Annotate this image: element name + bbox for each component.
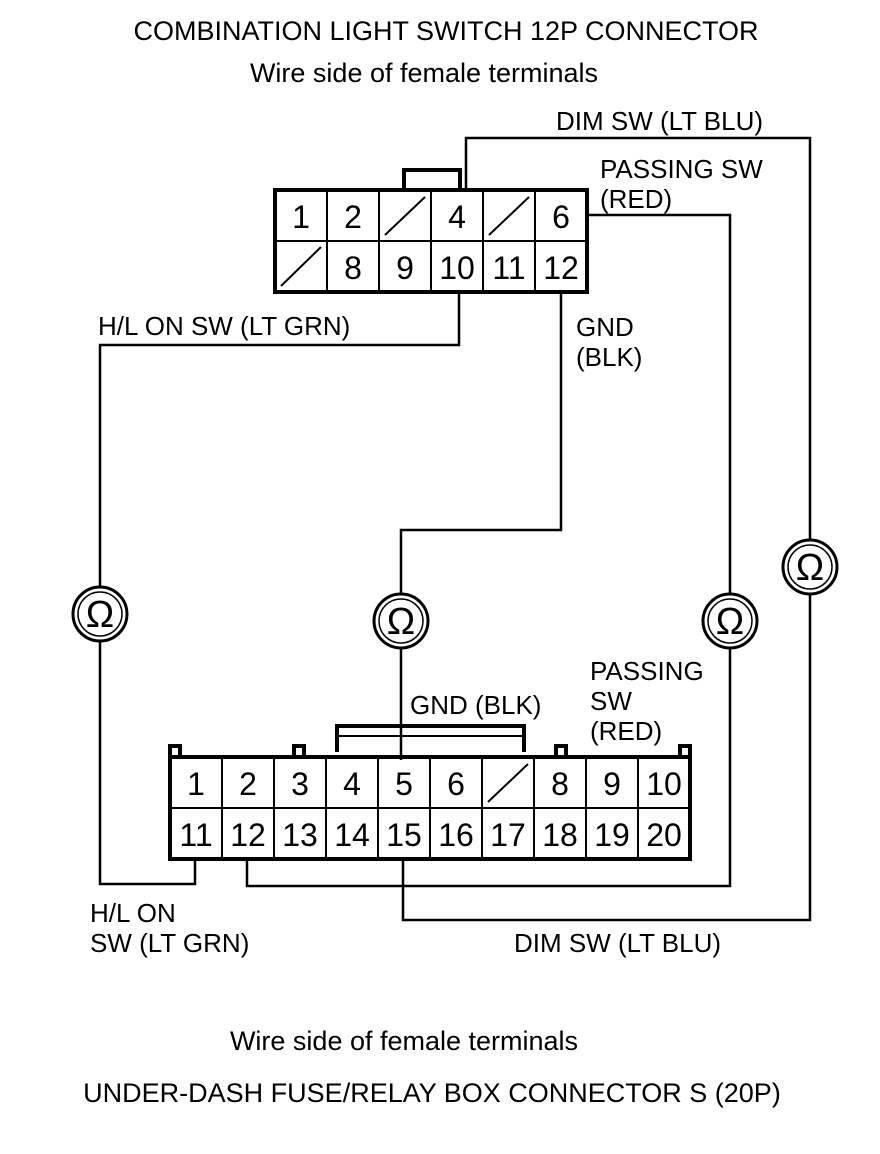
connector-20p-latch [335, 724, 526, 752]
connector-12p-pin: 2 [344, 199, 362, 235]
connector-12p-pin: 9 [396, 250, 414, 286]
connector-20p-tab [292, 744, 306, 757]
connector-20p-pin: 14 [334, 817, 370, 853]
connector-20p-empty-cavity [487, 763, 529, 803]
connector-20p-pin: 1 [187, 766, 205, 802]
wire-dim-sw [401, 136, 812, 922]
label-passing-sw-bottom-3: (RED) [590, 716, 662, 746]
label-passing-sw-top-2: (RED) [600, 184, 672, 214]
connector-20p-tab [678, 744, 692, 757]
connector-12p-pin: 11 [492, 250, 525, 286]
ohmmeter-passing: Ω [701, 592, 759, 650]
connector-20p-pin: 13 [282, 817, 318, 853]
label-hl-on-sw-bottom-2: SW (LT GRN) [90, 928, 249, 958]
connector-12p-pin: 1 [292, 199, 310, 235]
ohm-symbol: Ω [86, 594, 114, 636]
connector-20p-pin: 5 [395, 766, 413, 802]
connector-20p-pin: 15 [386, 817, 422, 853]
connector-12p-latch [402, 168, 462, 190]
bottom-connector-title: UNDER-DASH FUSE/RELAY BOX CONNECTOR S (2… [83, 1078, 781, 1108]
connector-20p-pin: 19 [594, 817, 630, 853]
ohm-symbol: Ω [387, 601, 415, 643]
connector-12p-pin: 8 [344, 250, 362, 286]
label-passing-sw-top-1: PASSING SW [600, 154, 763, 184]
connector-20p-pin: 4 [343, 766, 361, 802]
connector-20p-tab [554, 744, 568, 757]
label-gnd-bottom: GND (BLK) [410, 690, 541, 720]
connector-12p-empty-cavity [488, 196, 530, 236]
ohm-symbol: Ω [716, 601, 744, 643]
ohmmeter-hl-on: Ω [71, 585, 129, 643]
connector-12p: 1 2 4 6 8 9 10 11 12 [273, 168, 589, 294]
top-connector-title: COMBINATION LIGHT SWITCH 12P CONNECTOR [133, 16, 758, 46]
connector-20p: 1 2 3 4 5 6 8 9 10 11 12 13 14 15 16 17 … [168, 724, 692, 861]
connector-20p-pin: 6 [447, 766, 465, 802]
connector-12p-pin: 6 [552, 199, 570, 235]
label-hl-on-sw-top: H/L ON SW (LT GRN) [98, 311, 350, 341]
connector-12p-pin: 4 [448, 199, 466, 235]
label-hl-on-sw-bottom-1: H/L ON [90, 898, 176, 928]
top-view-caption: Wire side of female terminals [250, 58, 598, 88]
label-passing-sw-bottom-1: PASSING [590, 656, 704, 686]
bottom-view-caption: Wire side of female terminals [230, 1026, 578, 1056]
connector-20p-tab [168, 744, 182, 757]
connector-20p-pin: 11 [179, 817, 212, 853]
connector-20p-pin: 18 [542, 817, 578, 853]
connector-20p-pin: 8 [551, 766, 569, 802]
connector-20p-pin: 3 [291, 766, 309, 802]
wire-passing-sw [245, 213, 732, 888]
connector-20p-pin: 17 [490, 817, 526, 853]
connector-12p-empty-cavity [384, 196, 426, 236]
connector-20p-pin: 12 [230, 817, 266, 853]
connector-20p-pin: 20 [646, 817, 682, 853]
ohmmeter-gnd: Ω [372, 592, 430, 650]
connector-12p-empty-cavity [280, 246, 322, 287]
connector-20p-pin: 10 [646, 766, 682, 802]
connector-20p-pin: 2 [239, 766, 257, 802]
label-dim-sw-bottom: DIM SW (LT BLU) [514, 928, 721, 958]
ohm-symbol: Ω [796, 547, 824, 589]
label-gnd-top-1: GND [576, 312, 634, 342]
label-dim-sw-top: DIM SW (LT BLU) [556, 106, 763, 136]
connector-12p-pin: 10 [439, 250, 475, 286]
connector-20p-pin: 9 [603, 766, 621, 802]
label-gnd-top-2: (BLK) [576, 342, 642, 372]
ohmmeter-dim: Ω [781, 538, 839, 596]
label-passing-sw-bottom-2: SW [590, 686, 632, 716]
connector-20p-pin: 16 [438, 817, 474, 853]
connector-12p-pin: 12 [543, 250, 579, 286]
